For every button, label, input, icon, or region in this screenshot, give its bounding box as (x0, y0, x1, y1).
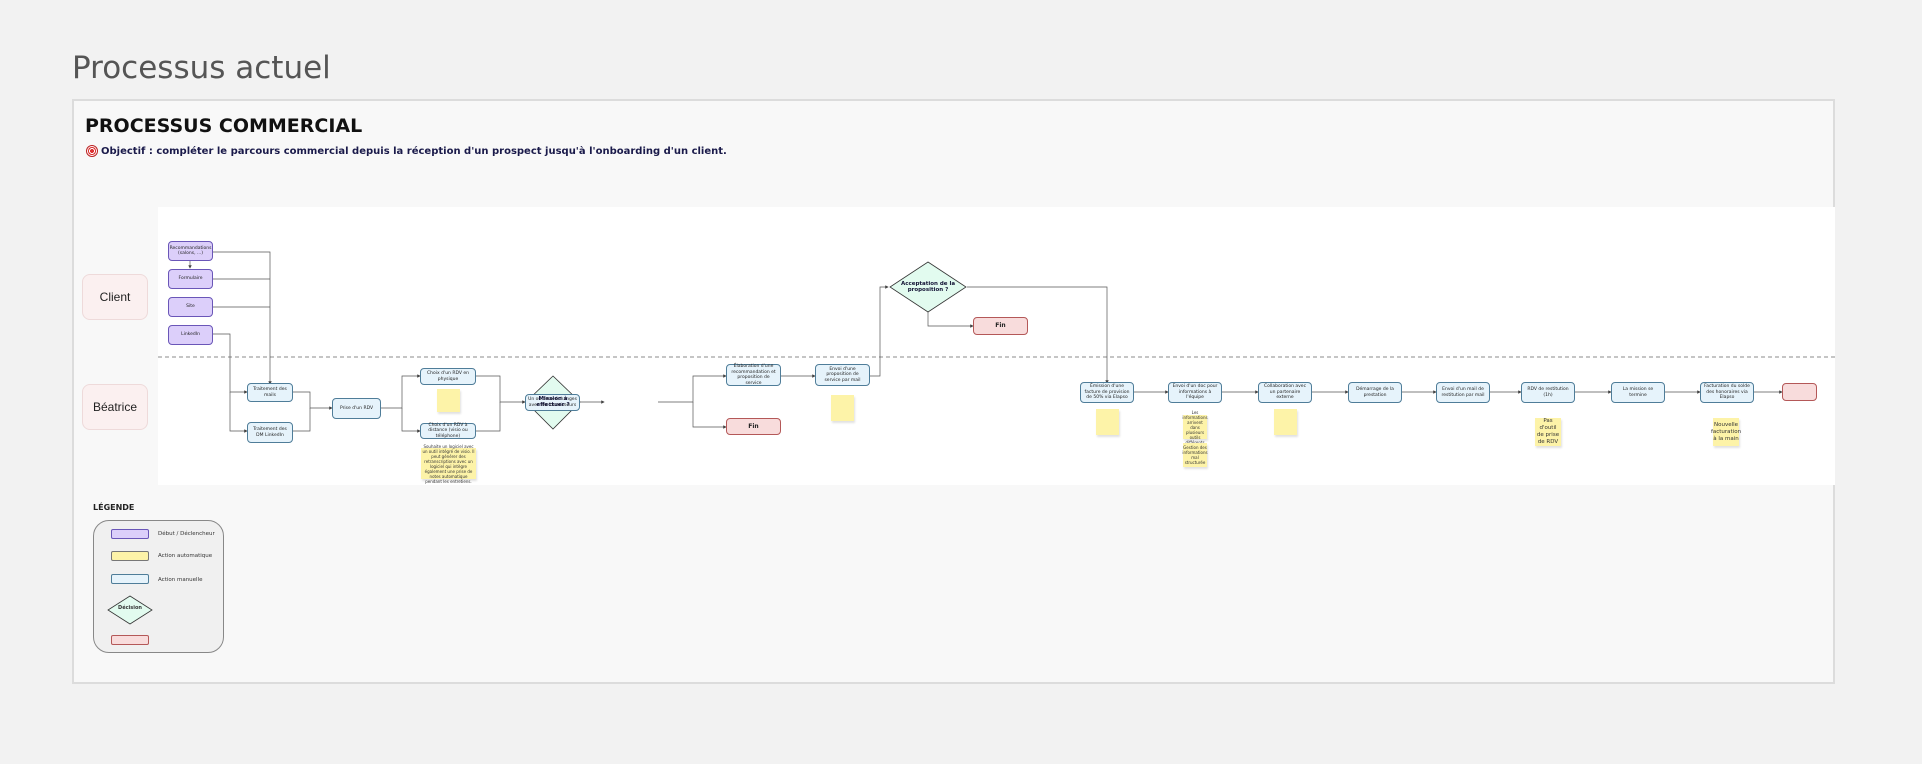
node-envoi-mail-restitution[interactable]: Envoi d'un mail de restitution par mail (1436, 382, 1490, 403)
legend-auto-label: Action automatique (158, 553, 213, 559)
decision-acceptation (889, 261, 967, 313)
sticky-empty-2 (831, 395, 854, 421)
node-choix-physique[interactable]: Choix d'un RDV en physique (420, 368, 476, 385)
node-rdv-restitution[interactable]: RDV de restitution (1h) (1521, 382, 1575, 403)
node-traitement-mails[interactable]: Traitement des mails (247, 383, 293, 402)
node-site[interactable]: Site (168, 297, 213, 317)
decision-acceptation-label: Acceptation de la proposition ? (900, 280, 956, 294)
node-traitement-dm[interactable]: Traitement des DM LinkedIn (247, 422, 293, 443)
sticky-visio: Souhaite un logiciel avec un outil intég… (421, 444, 476, 484)
node-fin-2[interactable]: Fin (973, 317, 1028, 335)
sticky-empty-4 (1274, 409, 1297, 435)
legend-box (93, 520, 224, 653)
document-title: PROCESSUS COMMERCIAL (85, 115, 363, 137)
node-choix-distance[interactable]: Choix d'un RDV à distance (visio ou télé… (420, 423, 476, 439)
node-echanges[interactable]: Un ou deux échanges avec les fournisseur… (525, 394, 580, 411)
legend-title: LÉGENDE (93, 503, 135, 512)
node-linkedin[interactable]: LinkedIn (168, 325, 213, 345)
node-envoi-doc[interactable]: Envoi d'un doc pour informations à l'équ… (1168, 382, 1222, 403)
sticky-empty-1 (437, 389, 460, 412)
objective-text: Objectif : compléter le parcours commerc… (101, 145, 727, 157)
objective: Objectif : compléter le parcours commerc… (86, 145, 727, 157)
legend-decision-label: Décision (118, 605, 142, 611)
node-collaboration[interactable]: Collaboration avec un partenaire externe (1258, 382, 1312, 403)
node-fin-1[interactable]: Fin (726, 418, 781, 435)
sticky-restitution: Pas d'outil de prise de RDV (1535, 418, 1561, 446)
sticky-facturation: Nouvelle facturation à la main (1711, 418, 1741, 446)
legend-start-label: Début / Déclencheur (158, 531, 215, 537)
node-fin-3[interactable] (1782, 383, 1817, 401)
legend-auto-swatch (111, 551, 149, 561)
lane-beatrice-label: Béatrice (82, 384, 148, 430)
sticky-info-a: Les informations arrivent dans plusieurs… (1182, 410, 1208, 445)
node-prise-rdv[interactable]: Prise d'un RDV (332, 398, 381, 419)
node-facturation[interactable]: Facturation du solde des honoraires via … (1700, 382, 1754, 403)
legend-manual-swatch (111, 574, 149, 584)
legend-decision-swatch (107, 595, 153, 625)
node-demarrage[interactable]: Démarrage de la prestation (1348, 382, 1402, 403)
node-mission-terminee[interactable]: La mission se termine (1611, 382, 1665, 403)
node-envoi-proposition[interactable]: Envoi d'une proposition de service par m… (815, 364, 870, 386)
legend-manual-label: Action manuelle (158, 577, 203, 583)
node-elaboration[interactable]: Élaboration d'une recommandation et prop… (726, 364, 781, 386)
sticky-info-b: Gestion des informations mal structurée (1182, 443, 1208, 467)
node-emission-facture[interactable]: Émission d'une facture de provision de 5… (1080, 382, 1134, 403)
node-formulaire[interactable]: Formulaire (168, 269, 213, 289)
sticky-empty-3 (1096, 409, 1119, 435)
node-recommandations[interactable]: Recommandations (salons, ...) (168, 241, 213, 261)
target-icon (86, 145, 98, 157)
legend-end-swatch (111, 635, 149, 645)
lane-client-label: Client (82, 274, 148, 320)
page-title: Processus actuel (72, 50, 331, 86)
legend-start-swatch (111, 529, 149, 539)
decision-mission-label: Mission à effectuer ? (536, 395, 570, 409)
